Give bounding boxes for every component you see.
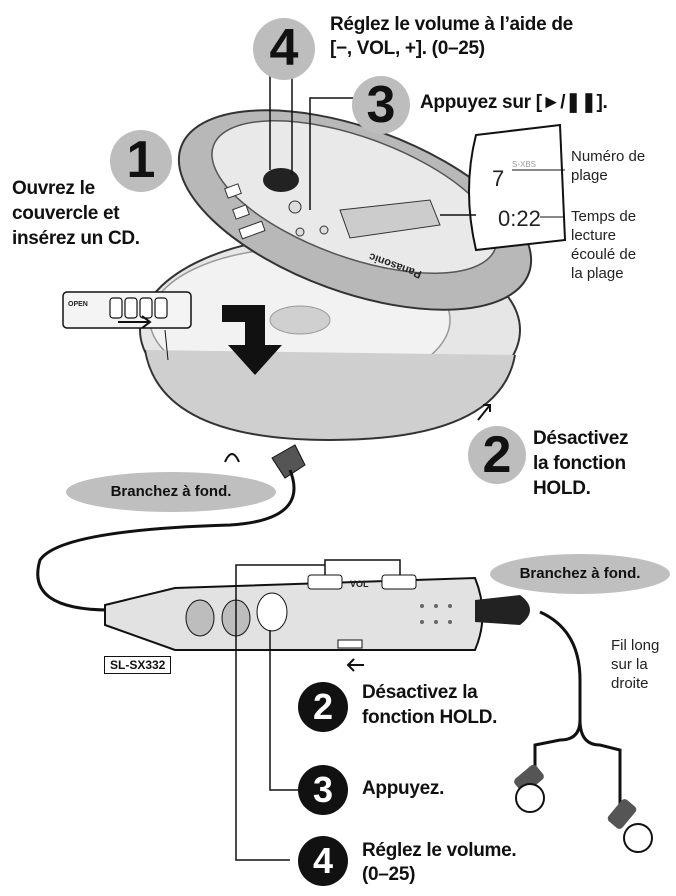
step1-line1: Ouvrez le [12, 178, 95, 199]
cd-hub [269, 305, 331, 335]
step4-bottom-badge: 4 [298, 836, 348, 886]
remote-speaker-dots [420, 604, 452, 624]
hold-arrow-bottom-icon [346, 658, 364, 672]
callout-track-line2: plage [571, 167, 608, 184]
remote-vol-minus [307, 574, 343, 590]
cord-line1: Fil long [611, 637, 660, 654]
leader-step3-bottom [269, 630, 300, 791]
step1-number: 1 [126, 131, 156, 189]
open-arrow [118, 315, 152, 329]
cord-line3: droite [611, 675, 649, 692]
step2-top-line2: la fonction [533, 453, 626, 474]
step4-top-line2: [−, VOL, +]. (0–25) [330, 38, 485, 59]
step3-bottom-badge: 3 [298, 765, 348, 815]
lid-switch-2 [232, 204, 250, 220]
cable-player-to-remote [36, 469, 296, 612]
callout-time-line4: la plage [571, 265, 624, 282]
remote-hold-switch [337, 639, 363, 649]
step2-top-number: 2 [482, 426, 512, 484]
lid-button-small-2 [319, 225, 329, 235]
callout-time-line3: écoulé de [571, 246, 637, 263]
leader-step4-top [269, 75, 293, 175]
headphone-icon [224, 453, 240, 463]
left-earphone-icon [514, 764, 545, 813]
remote-button-1 [185, 599, 215, 637]
step3-top-text: Appuyez sur [►/❚❚]. [420, 92, 608, 113]
step2-top-badge [468, 426, 526, 484]
callout-track-line1: Numéro de [571, 148, 646, 165]
remote-vol-label: VOL [350, 579, 369, 589]
remote-plug [475, 595, 530, 625]
cd-player-rim [144, 349, 516, 442]
display-tag: S-XBS [512, 160, 537, 169]
remote-button-play [256, 592, 288, 632]
cord-line2: sur la [611, 656, 648, 673]
bubble-right: Branchez à fond. [490, 554, 670, 594]
cable-earphones [533, 610, 622, 820]
display-track: 7 [492, 166, 505, 191]
step4-bottom-line1: Réglez le volume. [362, 840, 517, 861]
step4-bottom-line2: (0–25) [362, 864, 416, 885]
step4-top-number: 4 [269, 19, 299, 77]
step3-top-number: 3 [366, 76, 396, 134]
step1-badge [110, 130, 172, 192]
step1-line2: couvercle et [12, 203, 120, 224]
lid-button [288, 200, 302, 214]
step2-bottom-line1: Désactivez la [362, 682, 478, 703]
hold-arrow-top-icon [477, 404, 491, 421]
step3-top-badge [352, 76, 410, 134]
step1-line3: insérez un CD. [12, 228, 140, 249]
display-lens [468, 123, 567, 252]
player-plug [271, 444, 306, 479]
lid-button-pair [263, 168, 299, 192]
open-leader [164, 329, 169, 361]
leader-step4-bottom [235, 564, 325, 861]
remote-body [104, 576, 484, 651]
insert-arrow-icon [222, 305, 282, 375]
model-label: SL-SX332 [104, 656, 172, 674]
open-label: OPEN [68, 301, 88, 308]
callout-time-line1: Temps de [571, 208, 637, 225]
step2-bottom-badge: 2 [298, 682, 348, 732]
display-time: 0:22 [498, 206, 541, 231]
leader-step3-top [309, 97, 355, 210]
vol-bracket [324, 559, 401, 575]
step2-bottom-line2: fonction HOLD. [362, 707, 498, 728]
step2-top-line3: HOLD. [533, 478, 591, 499]
callout-time-line2: lecture [571, 227, 617, 244]
step4-top-line1: Réglez le volume à l’aide de [330, 14, 573, 35]
remote-vol-plus [381, 574, 417, 590]
lid-button-small [295, 227, 305, 237]
open-slider-ridges [109, 297, 168, 319]
lid-switch [224, 183, 242, 199]
step4-top-badge [253, 18, 315, 80]
right-earphone-icon [607, 799, 653, 853]
bubble-left: Branchez à fond. [66, 472, 276, 512]
lid-display [339, 199, 441, 239]
lid-switch-3 [238, 220, 266, 240]
step3-bottom-text: Appuyez. [362, 778, 445, 799]
step2-top-line1: Désactivez [533, 428, 629, 449]
